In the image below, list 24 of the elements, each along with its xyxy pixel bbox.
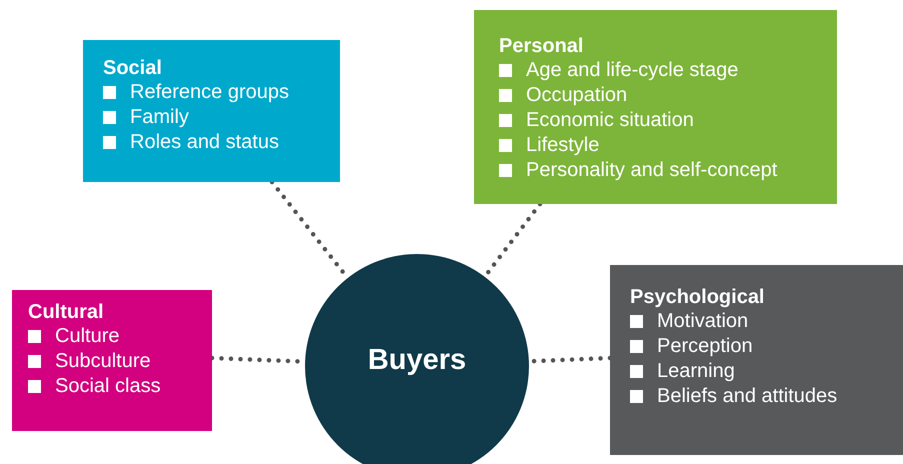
bullet-text: Occupation: [526, 83, 628, 108]
bullet-text: Motivation: [657, 309, 748, 334]
bullet-text: Personality and self-concept: [526, 158, 778, 183]
box-heading: Psychological: [630, 285, 766, 309]
factor-box: [83, 40, 340, 182]
bullet-text: Learning: [657, 359, 735, 384]
factor-box: [610, 265, 903, 455]
bullet-text: Reference groups: [130, 80, 289, 105]
bullet-text: Lifestyle: [526, 133, 600, 158]
factor-box: [12, 290, 212, 431]
bullet-text: Subculture: [55, 349, 151, 374]
bullet-text: Economic situation: [526, 108, 694, 133]
box-heading: Social: [103, 56, 163, 80]
bullet-text: Culture: [55, 324, 120, 349]
bullet-text: Perception: [657, 334, 753, 359]
box-heading: Cultural: [28, 300, 105, 324]
center-label: Buyers: [368, 343, 466, 378]
bullet-text: Beliefs and attitudes: [657, 384, 838, 409]
box-heading: Personal: [499, 34, 584, 58]
bullet-text: Social class: [55, 374, 161, 399]
bullet-text: Roles and status: [130, 130, 279, 155]
bullet-text: Family: [130, 105, 189, 130]
bullet-text: Age and life-cycle stage: [526, 58, 738, 83]
factor-box: [474, 10, 837, 204]
